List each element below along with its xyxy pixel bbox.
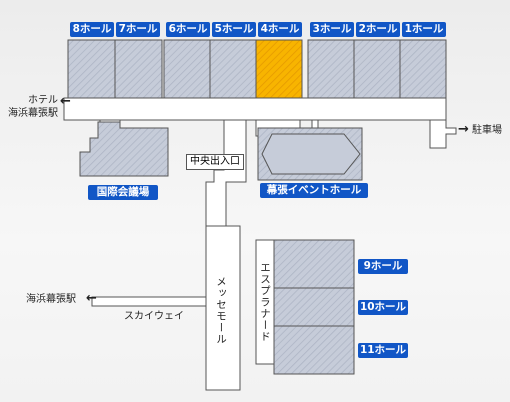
label-hall-9[interactable]: 9ホール [358,259,408,274]
station-top-label: 海浜幕張駅 [8,108,58,119]
station-left-label: 海浜幕張駅 [26,294,76,305]
hall-11-building [273,325,355,375]
hall-1-building [399,39,447,99]
arrow-left-icon: ← [60,94,71,109]
arrow-right-icon: → [458,122,469,137]
arrow-left-icon-2: ← [86,291,97,306]
main-corridor [63,97,447,121]
event-hall-building [257,119,363,181]
central-gate-label[interactable]: 中央出入口 [186,154,244,170]
label-hall-4[interactable]: 4ホール [258,22,302,37]
convention-building [79,121,169,177]
messe-mall-walkway [205,225,241,391]
central-walkway [205,119,247,227]
label-hall-2[interactable]: 2ホール [356,22,400,37]
skyway-walkway [91,296,207,307]
parking-connector [429,119,457,149]
walkways [63,97,457,391]
label-hall-6[interactable]: 6ホール [166,22,210,37]
hall-8-building [67,39,116,99]
hall-5-building [209,39,257,99]
label-hall-1[interactable]: 1ホール [402,22,446,37]
parking-label: 駐車場 [472,125,502,136]
side-halls-buildings [273,239,355,375]
label-convention[interactable]: 国際会議場 [88,185,158,200]
hall-2-building [353,39,401,99]
hall-7-building [114,39,163,99]
label-hall-3[interactable]: 3ホール [310,22,354,37]
hall-6-building [163,39,211,99]
skyway-label: スカイウェイ [124,311,184,322]
label-hall-5[interactable]: 5ホール [212,22,256,37]
hall-9-building [273,239,355,289]
hotel-label: ホテル [28,95,58,106]
label-hall-7[interactable]: 7ホール [116,22,160,37]
hall-3-building [307,39,355,99]
messe-mall-label: メッセモール [215,276,227,345]
hall-4-building [255,39,303,99]
top-halls-buildings [67,39,447,99]
esplanade-label: エスプラナード [259,262,271,343]
label-hall-10[interactable]: 10ホール [358,300,408,315]
hall-10-building [273,287,355,327]
label-hall-11[interactable]: 11ホール [358,343,408,358]
label-event-hall[interactable]: 幕張イベントホール [260,183,368,198]
label-hall-8[interactable]: 8ホール [70,22,114,37]
